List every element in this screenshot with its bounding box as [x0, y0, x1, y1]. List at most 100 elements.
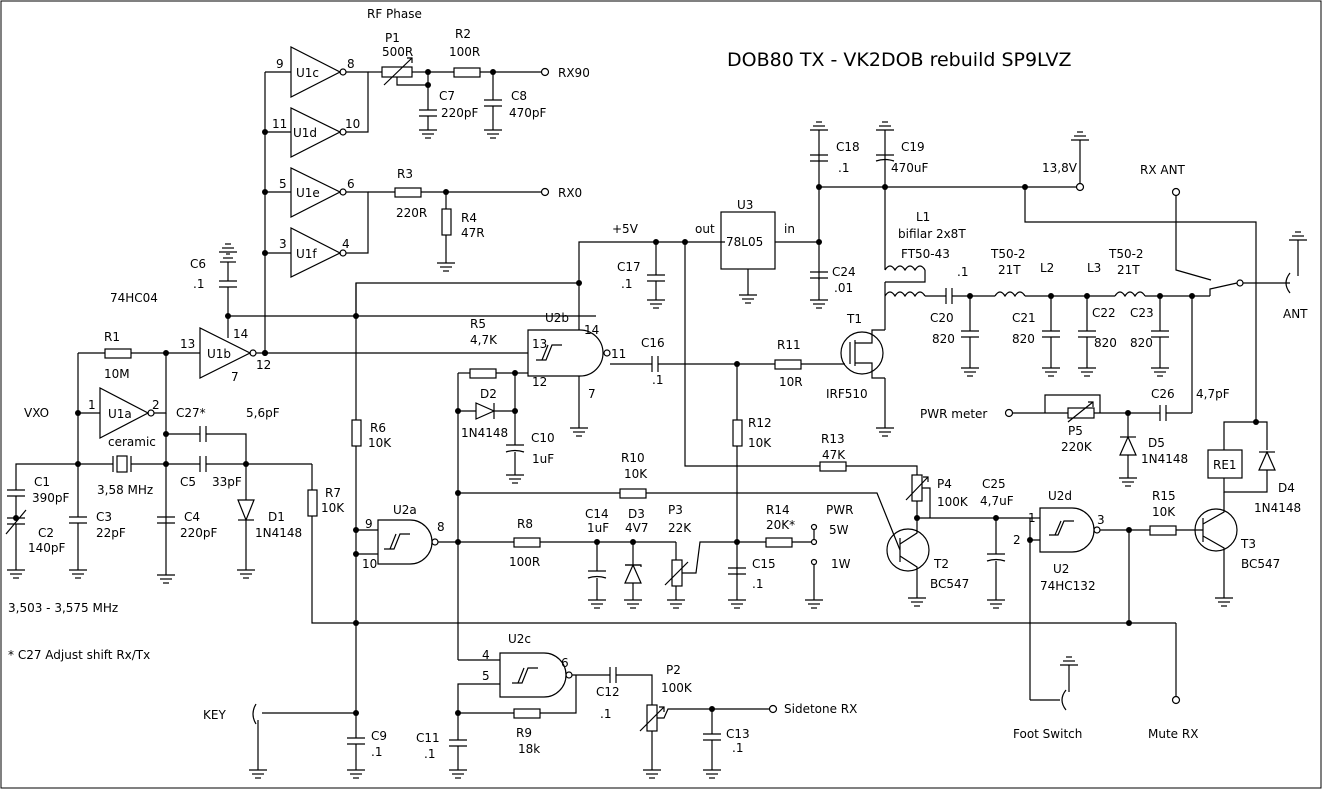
- u1a-out-pin: 2: [152, 398, 160, 412]
- u1-gnd-pin: 7: [231, 370, 239, 384]
- l2-turns: 21T: [998, 263, 1021, 277]
- u1c-in-pin: 9: [276, 57, 284, 71]
- u2c-in1-pin: 4: [482, 648, 490, 662]
- c22-value: 820: [1094, 336, 1117, 350]
- u1e-out-pin: 6: [347, 177, 355, 191]
- u1e-inverter: U1e 5 6: [279, 167, 355, 218]
- c9-label: C9: [371, 729, 387, 743]
- r15-resistor: [1149, 525, 1177, 536]
- c18-label: C18: [836, 140, 860, 154]
- r10-value: 10K: [624, 467, 648, 481]
- r12-resistor: [732, 419, 743, 447]
- c27-adjust-note: * C27 Adjust shift Rx/Tx: [8, 648, 150, 662]
- u1e-in-pin: 5: [279, 177, 287, 191]
- c5-label: C5: [180, 475, 196, 489]
- r8-label: R8: [517, 517, 533, 531]
- u1-part-label: 74HC04: [110, 291, 158, 305]
- crystal: [116, 455, 128, 473]
- u2c-nand: U2c 4 5 6: [482, 632, 573, 698]
- sidetone-terminal: [768, 704, 778, 714]
- r14-value: 20K*: [766, 518, 795, 532]
- r14-label: R14: [766, 503, 790, 517]
- u2a-in2-pin: 10: [362, 557, 377, 571]
- t1-label: T1: [846, 312, 862, 326]
- c14-label: C14: [585, 507, 609, 521]
- r6-label: R6: [370, 421, 386, 435]
- relay-contact: [1236, 279, 1244, 287]
- r10-label: R10: [621, 451, 645, 465]
- r1-value: 10M: [104, 367, 130, 381]
- d2-value: 1N4148: [461, 426, 508, 440]
- c13-label: C13: [726, 727, 750, 741]
- u2-part: 74HC132: [1040, 579, 1096, 593]
- r11-resistor: [774, 359, 802, 370]
- key-jack: [252, 703, 257, 725]
- r10-resistor: [619, 488, 647, 499]
- mute-rx-label: Mute RX: [1148, 727, 1198, 741]
- c14-value: 1uF: [587, 521, 609, 535]
- r5-label: R5: [470, 317, 486, 331]
- p4-value: 100K: [937, 495, 969, 509]
- t2-label: T2: [933, 557, 949, 571]
- u2b-out-pin: 11: [611, 347, 626, 361]
- re1-relay-coil: [1207, 449, 1243, 479]
- c7-value: 220pF: [441, 106, 479, 120]
- c8-value: 470pF: [509, 106, 547, 120]
- r2-label: R2: [455, 27, 471, 41]
- d3-value: 4V7: [625, 521, 648, 535]
- d1-label: D1: [268, 510, 285, 524]
- pwr-switch-5w-contact[interactable]: [810, 523, 818, 531]
- pwr-5w-label: 5W: [829, 523, 849, 537]
- c2-label: C2: [38, 526, 54, 540]
- p5-label: P5: [1068, 424, 1083, 438]
- r3-label: R3: [397, 167, 413, 181]
- r7-resistor: [307, 489, 318, 517]
- r14-resistor: [765, 537, 793, 548]
- sidetone-label: Sidetone RX: [784, 702, 857, 716]
- u2a-out-pin: 8: [437, 520, 445, 534]
- r6-resistor: [351, 419, 362, 447]
- supply-label: 13,8V: [1042, 161, 1078, 175]
- pwr-switch-label: PWR: [826, 503, 853, 517]
- d5-label: D5: [1148, 436, 1165, 450]
- p2-value: 100K: [661, 681, 693, 695]
- c27-value: 5,6pF: [246, 406, 280, 420]
- supply-terminal: [1075, 182, 1085, 192]
- p5-value: 220K: [1061, 440, 1093, 454]
- r7-label: R7: [325, 486, 341, 500]
- r7-value: 10K: [321, 501, 345, 515]
- c15-label: C15: [752, 557, 776, 571]
- u3-in-label: in: [784, 222, 795, 236]
- r11-label: R11: [777, 338, 801, 352]
- c24-value: .01: [834, 281, 853, 295]
- c7-label: C7: [439, 89, 455, 103]
- u1-vcc-pin: 14: [233, 327, 248, 341]
- c25-value: 4,7uF: [980, 494, 1014, 508]
- rx90-terminal: [540, 67, 550, 77]
- c25-label: C25: [982, 477, 1006, 491]
- t3-transistor: [1194, 508, 1238, 552]
- rf-phase-label: RF Phase: [367, 7, 422, 21]
- c16-label: C16: [641, 336, 665, 350]
- u2d-label: U2d: [1048, 489, 1072, 503]
- c6-value: .1: [193, 277, 204, 291]
- d2-label: D2: [480, 387, 497, 401]
- d1-value: 1N4148: [255, 526, 302, 540]
- r4-label: R4: [461, 211, 477, 225]
- l3-core: T50-2: [1108, 247, 1144, 261]
- u2b-gnd-pin: 7: [588, 387, 596, 401]
- p1-label: P1: [385, 31, 400, 45]
- c15-value: .1: [752, 577, 763, 591]
- u2b-in1-pin: 13: [532, 337, 547, 351]
- r6-value: 10K: [368, 436, 392, 450]
- r3-value: 220R: [396, 206, 427, 220]
- schematic-title: DOB80 TX - VK2DOB rebuild SP9LVZ: [727, 49, 1072, 71]
- d4-value: 1N4148: [1254, 501, 1301, 515]
- c3-label: C3: [96, 510, 112, 524]
- u3-label: U3: [737, 198, 753, 212]
- pwr-switch-1w-contact[interactable]: [810, 558, 818, 566]
- r9-resistor: [513, 708, 541, 719]
- pwr-1w-label: 1W: [831, 557, 851, 571]
- u1d-label: U1d: [293, 126, 317, 140]
- u1b-label: U1b: [207, 347, 231, 361]
